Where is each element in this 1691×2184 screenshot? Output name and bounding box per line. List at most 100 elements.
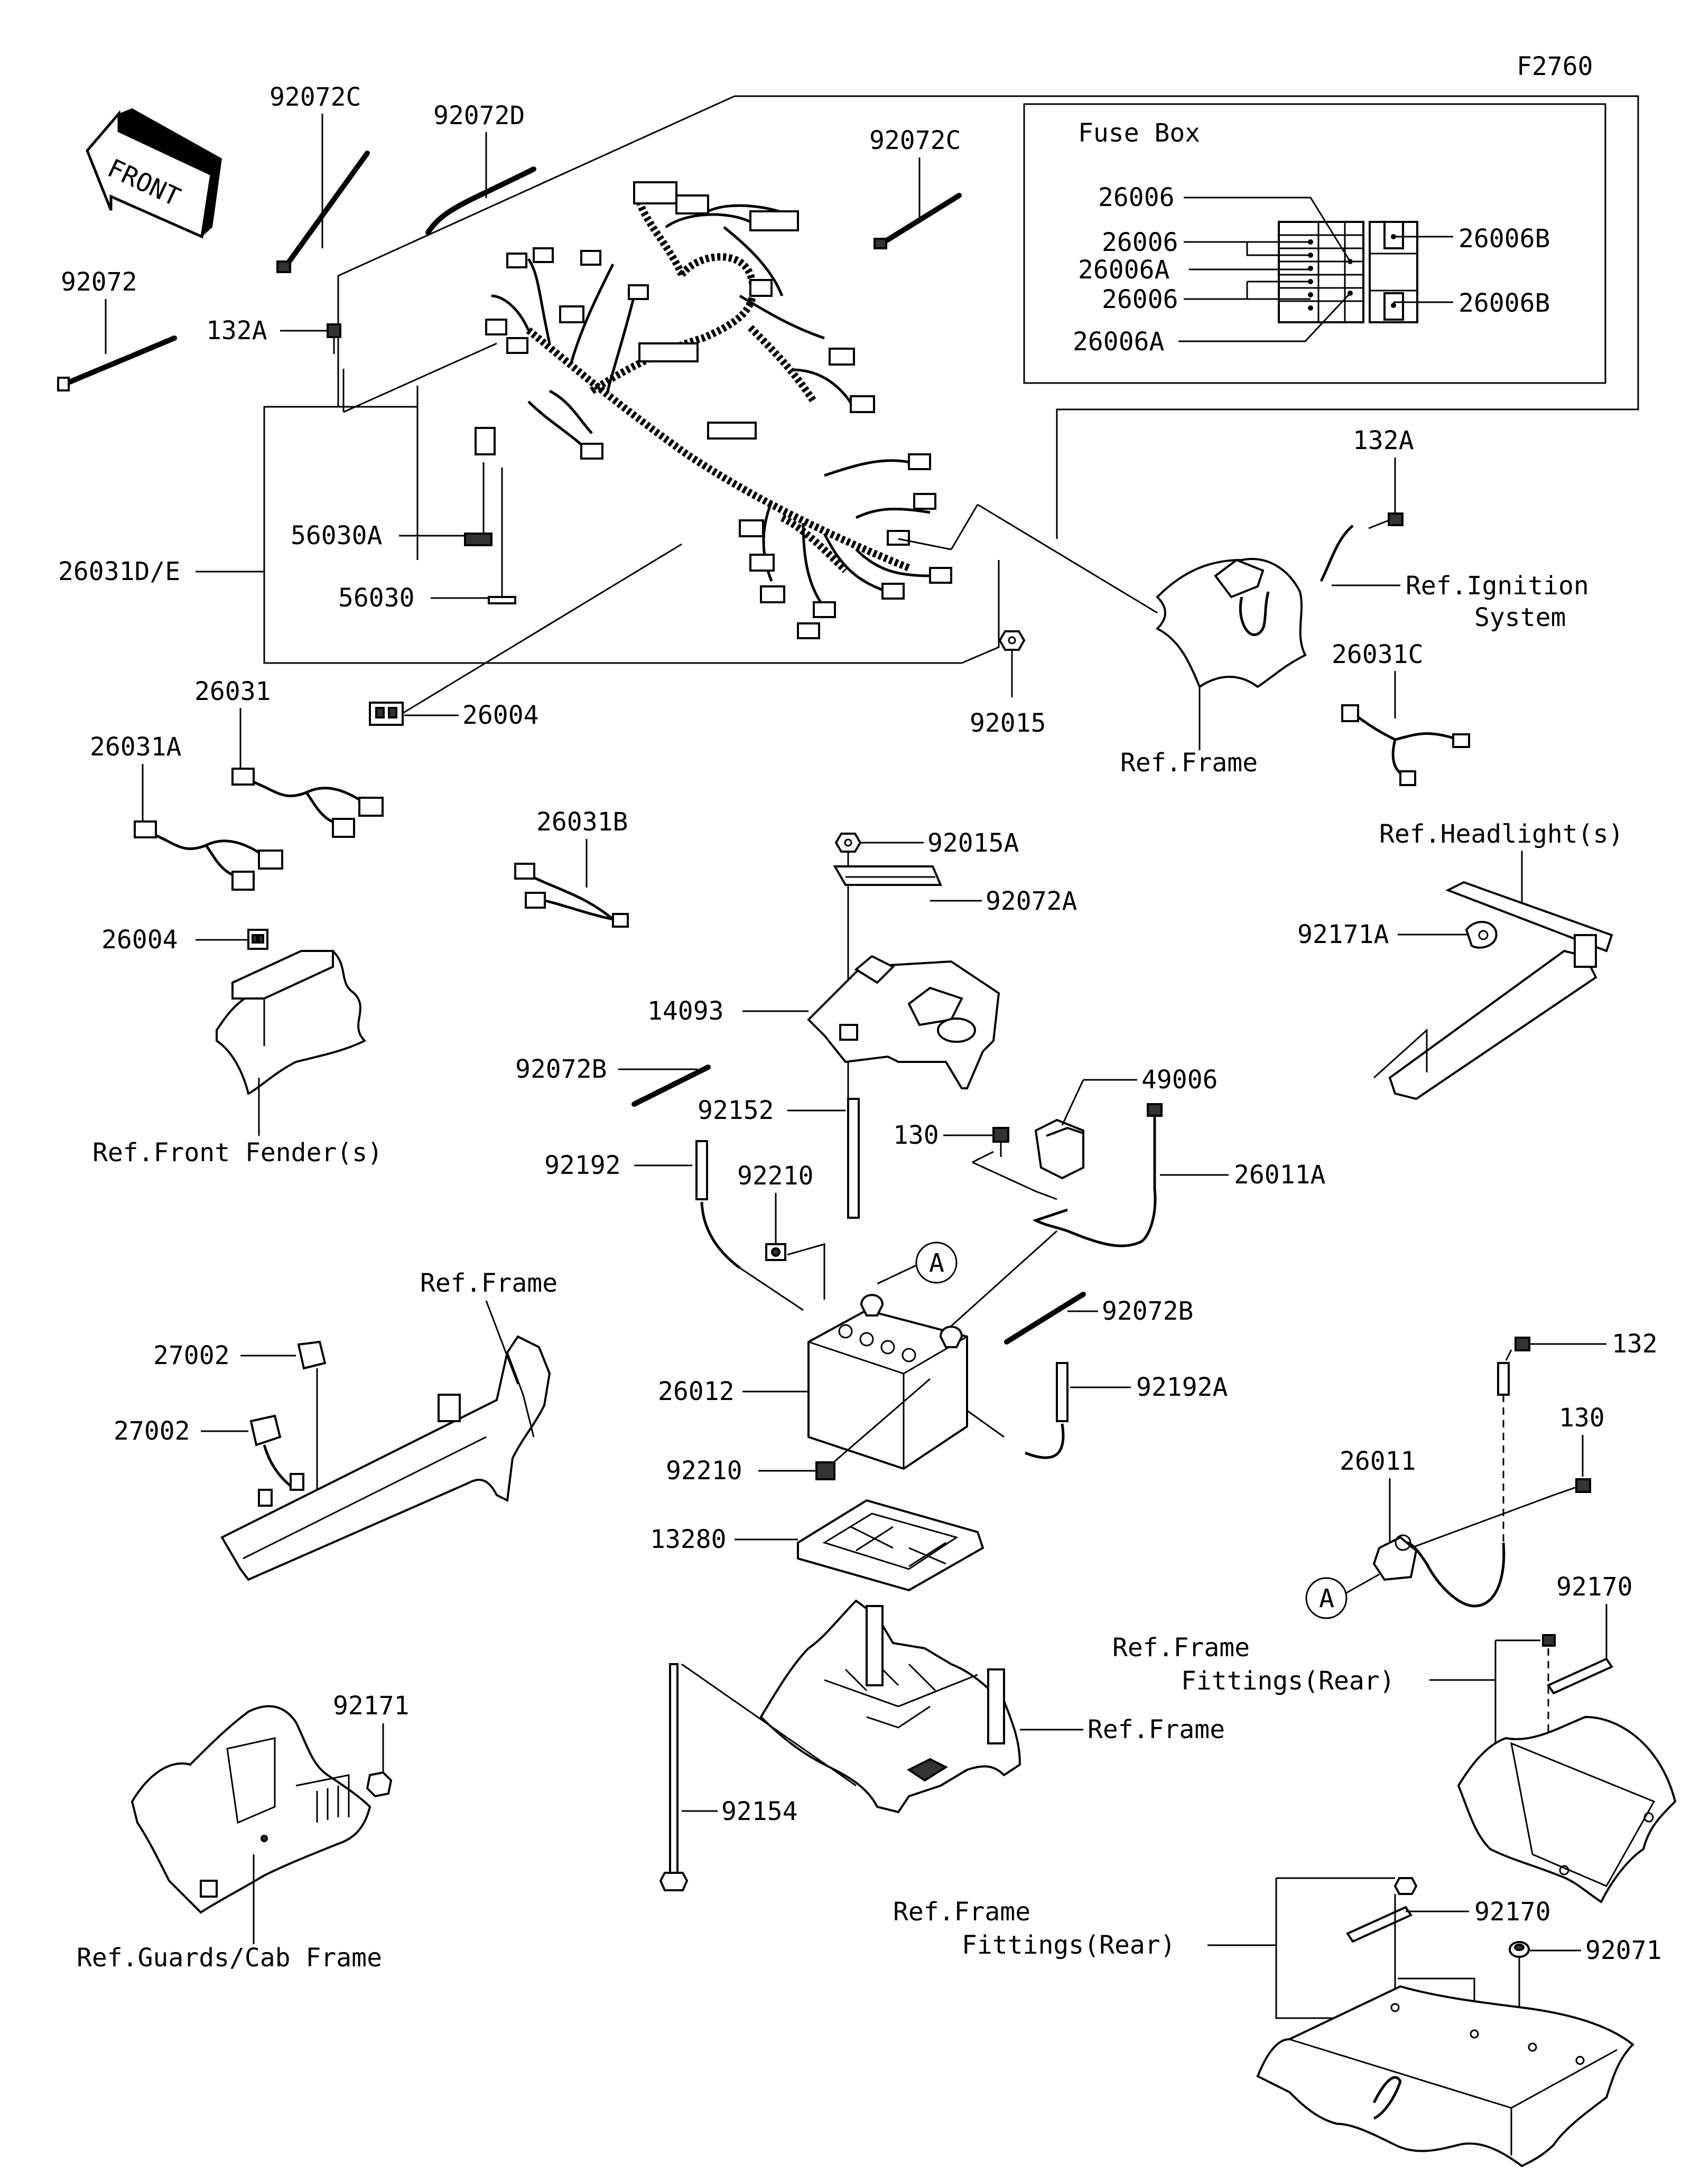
ref-ignition-1: Ref.Ignition [1406, 571, 1589, 601]
label-132A-b: 132A [1353, 426, 1414, 455]
label-26031: 26031 [194, 677, 271, 706]
ref-guards: Ref.Guards/Cab Frame [77, 1943, 382, 1973]
label-92072C-a: 92072C [270, 82, 361, 112]
nut-92015A-icon [834, 833, 862, 853]
label-92072: 92072 [61, 267, 137, 297]
screw-130-b-icon [1553, 1478, 1591, 1496]
label-130-a: 130 [893, 1121, 939, 1150]
frame-rail-left-icon [220, 1335, 551, 1581]
label-92072B-b: 92072B [1102, 1296, 1193, 1326]
ref-ignition-2: System [1474, 603, 1566, 632]
label-92152: 92152 [698, 1096, 774, 1125]
label-92192: 92192 [544, 1151, 621, 1180]
hose-92192A-icon [1025, 1362, 1069, 1459]
ref-frame-fit-b2: Fittings(Rear) [962, 1930, 1176, 1960]
label-132: 132 [1612, 1329, 1658, 1359]
label-26031DE: 26031D/E [58, 557, 180, 586]
harness-26031B-icon [514, 863, 629, 928]
headlight-bracket-icon [1373, 881, 1613, 1100]
nut-92210-b-icon [815, 1461, 835, 1480]
label-26031B: 26031B [536, 807, 628, 837]
front-arrow-icon: FRONT [86, 108, 222, 239]
ref-circle-a-1 [915, 1242, 958, 1284]
bolt-132A-a-icon [327, 323, 341, 354]
connector-26004-b-icon [247, 929, 268, 950]
label-27002-a: 27002 [153, 1341, 230, 1370]
bolt-92170-b-icon [1346, 1877, 1418, 1943]
label-92071: 92071 [1585, 1936, 1662, 1965]
harness-26031C-icon [1341, 704, 1470, 786]
label-26004-a: 26004 [462, 701, 539, 730]
label-92192A: 92192A [1136, 1373, 1228, 1402]
battery-case-14093-icon [807, 955, 1000, 1089]
ref-circle-a-2 [1305, 1577, 1348, 1619]
front-fender-icon [216, 949, 367, 1095]
fuse-label-3: 26006A [1078, 255, 1169, 285]
frame-fitting-rear-a-icon [1457, 1715, 1677, 1903]
label-92015A: 92015A [927, 828, 1019, 858]
cable-26011-icon [1372, 1534, 1506, 1608]
ref-frame-fit-a1: Ref.Frame [1112, 1633, 1250, 1663]
label-13280: 13280 [650, 1525, 727, 1554]
label-92171A: 92171A [1297, 920, 1389, 949]
label-92072A: 92072A [986, 886, 1077, 916]
fuse-box-title: Fuse Box [1078, 118, 1200, 148]
ref-front-fender: Ref.Front Fender(s) [92, 1138, 383, 1168]
label-26012: 26012 [658, 1377, 735, 1406]
label-132A-a: 132A [206, 316, 267, 346]
label-26004-b: 26004 [101, 925, 178, 955]
ref-frame-fit-b1: Ref.Frame [893, 1897, 1030, 1927]
fuse-label-7: 26006B [1458, 288, 1550, 318]
label-A-b: A [1319, 1584, 1334, 1613]
screw-130-a-icon [992, 1127, 1009, 1157]
label-26031C: 26031C [1332, 640, 1423, 669]
terminal-cover-49006-icon [1034, 1118, 1084, 1180]
bolt-132A-b-icon [1368, 512, 1404, 529]
tie-92072B-b-icon [1004, 1292, 1086, 1345]
fuse-label-2: 26006 [1102, 228, 1178, 257]
fuse-label-5: 26006A [1073, 327, 1164, 357]
label-A-a: A [929, 1248, 944, 1278]
label-26011: 26011 [1340, 1446, 1416, 1476]
label-26011A: 26011A [1234, 1160, 1325, 1190]
grommet-92071-icon [1509, 1941, 1530, 1958]
nut-92210-a-icon [765, 1243, 786, 1261]
battery-tray-13280-icon [797, 1499, 984, 1592]
bracket-92072A-icon [833, 865, 943, 886]
frame-fitting-rear-b-icon [1256, 1985, 1634, 2168]
label-27002-b: 27002 [114, 1416, 190, 1446]
cab-frame-guard-icon [131, 1705, 371, 1914]
label-92210-a: 92210 [737, 1161, 814, 1191]
label-92154: 92154 [721, 1797, 798, 1826]
connector-27002-a-icon [297, 1340, 327, 1370]
fuse-label-6: 26006B [1458, 224, 1550, 254]
label-92171: 92171 [333, 1691, 410, 1721]
ignition-cable-icon [1320, 525, 1354, 582]
label-56030: 56030 [338, 583, 415, 613]
label-92170-b: 92170 [1474, 1897, 1551, 1927]
label-92072C-b: 92072C [869, 126, 961, 155]
harness-26031A-icon [134, 820, 283, 891]
ref-frame-1: Ref.Frame [1120, 748, 1258, 778]
main-harness-icon [485, 181, 952, 639]
label-14093: 14093 [647, 996, 724, 1026]
relay-56030A-icon [464, 427, 496, 546]
harness-26031-icon [231, 768, 384, 838]
harness-enclosure [263, 95, 1639, 664]
ref-frame-2: Ref.Frame [420, 1268, 558, 1298]
label-92072D: 92072D [433, 101, 525, 130]
bolt-92154-icon [659, 1663, 689, 1891]
bolt-92170-a-icon [1542, 1634, 1613, 1695]
fuse-box-icon [1278, 221, 1418, 323]
label-130-b: 130 [1559, 1403, 1605, 1433]
label-92170-a: 92170 [1556, 1572, 1633, 1602]
sensor-56030-icon [488, 468, 516, 604]
tie-92072B-a-icon [631, 1065, 711, 1107]
hose-92192-icon [695, 1140, 741, 1269]
label-56030A: 56030A [291, 521, 382, 550]
connector-27002-b-icon [249, 1414, 297, 1491]
battery-frame-icon [759, 1599, 1021, 1814]
tie-92072C-b-icon [874, 193, 962, 249]
ref-frame-fit-a2: Fittings(Rear) [1181, 1666, 1395, 1696]
